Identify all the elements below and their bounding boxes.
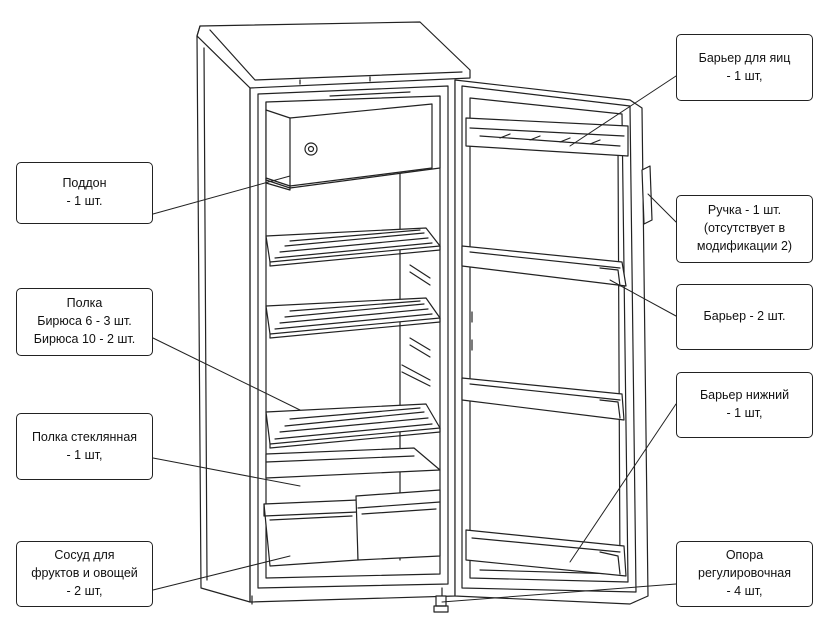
label-egg-barrier-line-2: - 1 шт, [726, 68, 763, 83]
egg-barrier [465, 117, 629, 157]
label-barrier: Барьер - 2 шт. [676, 284, 813, 350]
label-vessel: Сосуд для фруктов и овощей - 2 шт, [16, 541, 153, 607]
label-glass-shelf: Полка стеклянная - 1 шт, [16, 413, 153, 480]
label-barrier-line-1: Барьер - 2 шт. [703, 309, 786, 324]
label-handle-line-2: (отсутствует в [703, 221, 786, 236]
label-bottom-barrier: Барьер нижний - 1 шт, [676, 372, 813, 438]
wire-shelf-2 [265, 297, 441, 387]
wire-shelf-3 [265, 403, 441, 449]
label-vessel-line-1: Сосуд для [54, 548, 115, 563]
label-bottom-barrier-line-2: - 1 шт, [726, 406, 763, 420]
label-egg-barrier: Барьер для яиц - 1 шт, [676, 34, 813, 101]
label-bottom-barrier-line-1: Барьер нижний [699, 388, 790, 403]
label-shelf-line-1: Полка [66, 296, 103, 311]
label-leg-line-1: Опора [725, 548, 764, 563]
door-barrier-2 [461, 377, 625, 421]
label-shelf-line-3: Бирюса 10 - 2 шт. [33, 331, 136, 346]
label-handle-line-1: Ручка - 1 шт. [707, 203, 782, 218]
label-handle-line-3: модификации 2) [696, 238, 793, 253]
crisper-drawer-left [263, 499, 359, 567]
crisper-drawer-right [355, 489, 441, 561]
leader-lines [152, 75, 677, 603]
label-glass-shelf-line-2: - 1 шт, [66, 447, 103, 462]
label-shelf-line-2: Бирюса 6 - 3 шт. [37, 314, 132, 329]
label-leg-line-2: регулировочная [698, 566, 791, 581]
door-barrier-bottom [465, 529, 627, 577]
label-leg: Опора регулировочная - 4 шт, [676, 541, 813, 607]
label-shelf: Полка Бирюса 6 - 3 шт. Бирюса 10 - 2 шт. [16, 288, 153, 356]
door-barrier-1 [461, 245, 627, 287]
label-tray-line-1: Поддон [62, 176, 107, 191]
label-tray-line-2: - 1 шт. [66, 194, 103, 208]
wire-shelf-1 [265, 227, 441, 286]
label-handle: Ручка - 1 шт. (отсутствует в модификации… [676, 195, 813, 263]
freezer-compartment [265, 91, 441, 191]
label-glass-shelf-line-1: Полка стеклянная [31, 429, 138, 444]
label-vessel-line-3: - 2 шт, [66, 583, 103, 598]
label-vessel-line-2: фруктов и овощей [31, 566, 138, 581]
label-egg-barrier-line-1: Барьер для яиц [698, 50, 791, 65]
glass-shelf [265, 447, 441, 479]
label-tray: Поддон - 1 шт. [16, 162, 153, 224]
adjustable-foot [433, 595, 449, 613]
label-leg-line-3: - 4 шт, [726, 583, 763, 598]
door-handle [641, 165, 653, 225]
door [454, 79, 649, 605]
